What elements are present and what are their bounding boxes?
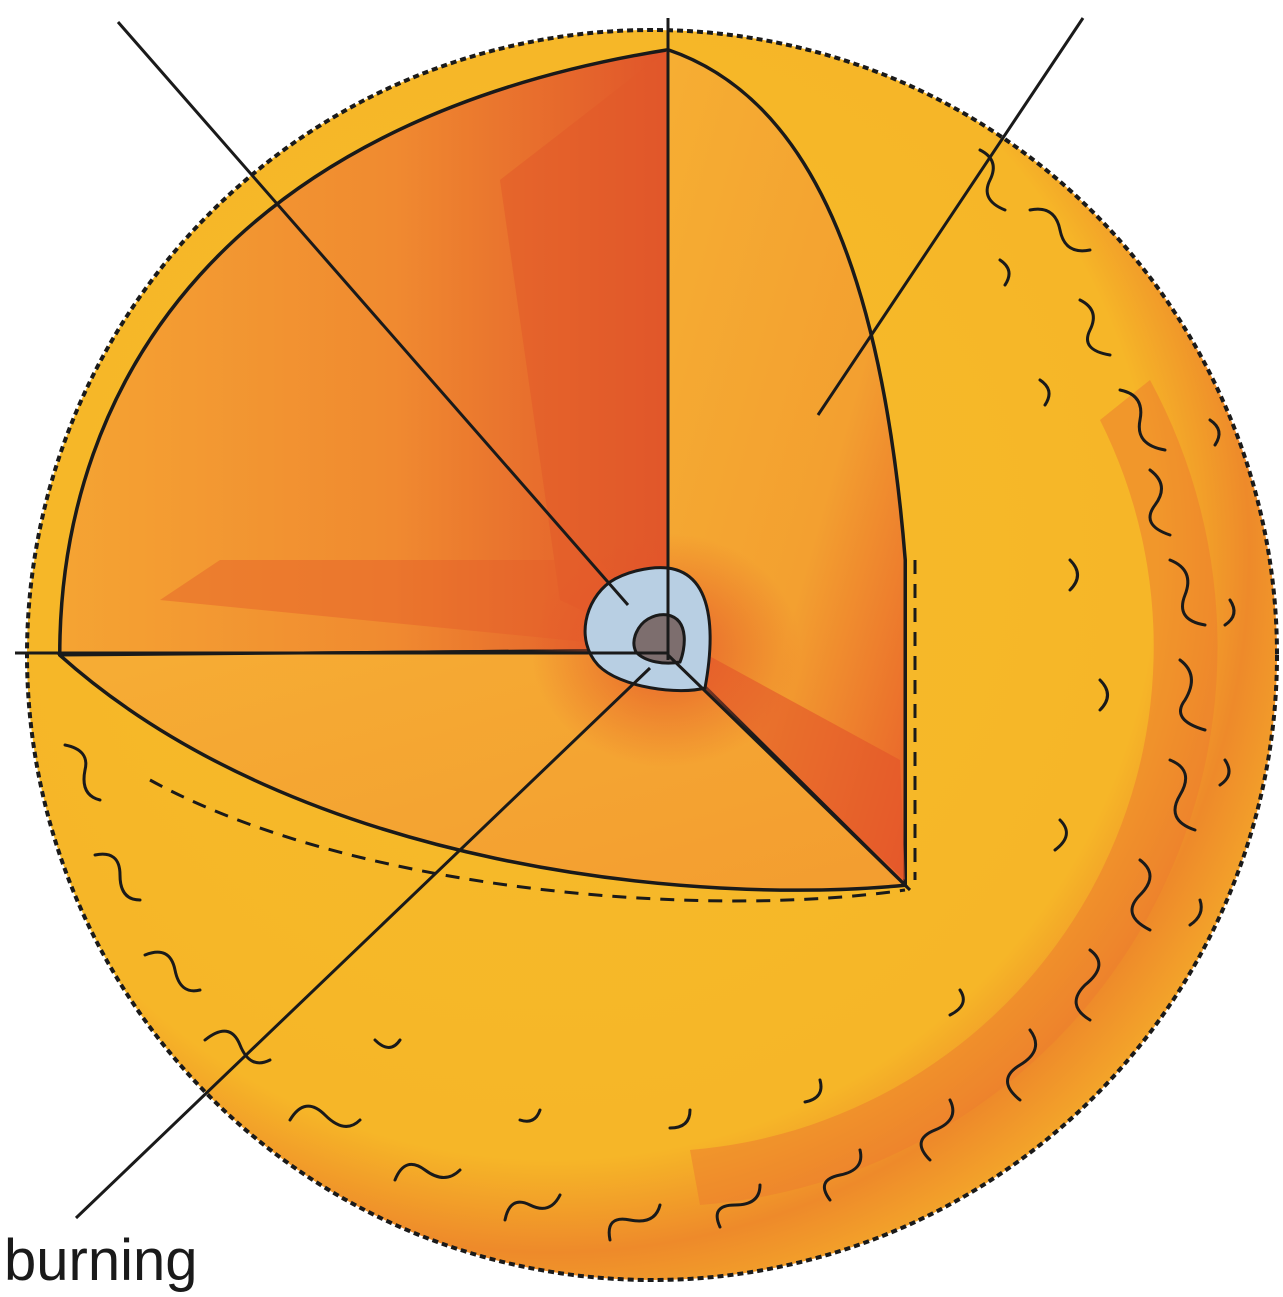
- burning-label: burning: [4, 1232, 197, 1290]
